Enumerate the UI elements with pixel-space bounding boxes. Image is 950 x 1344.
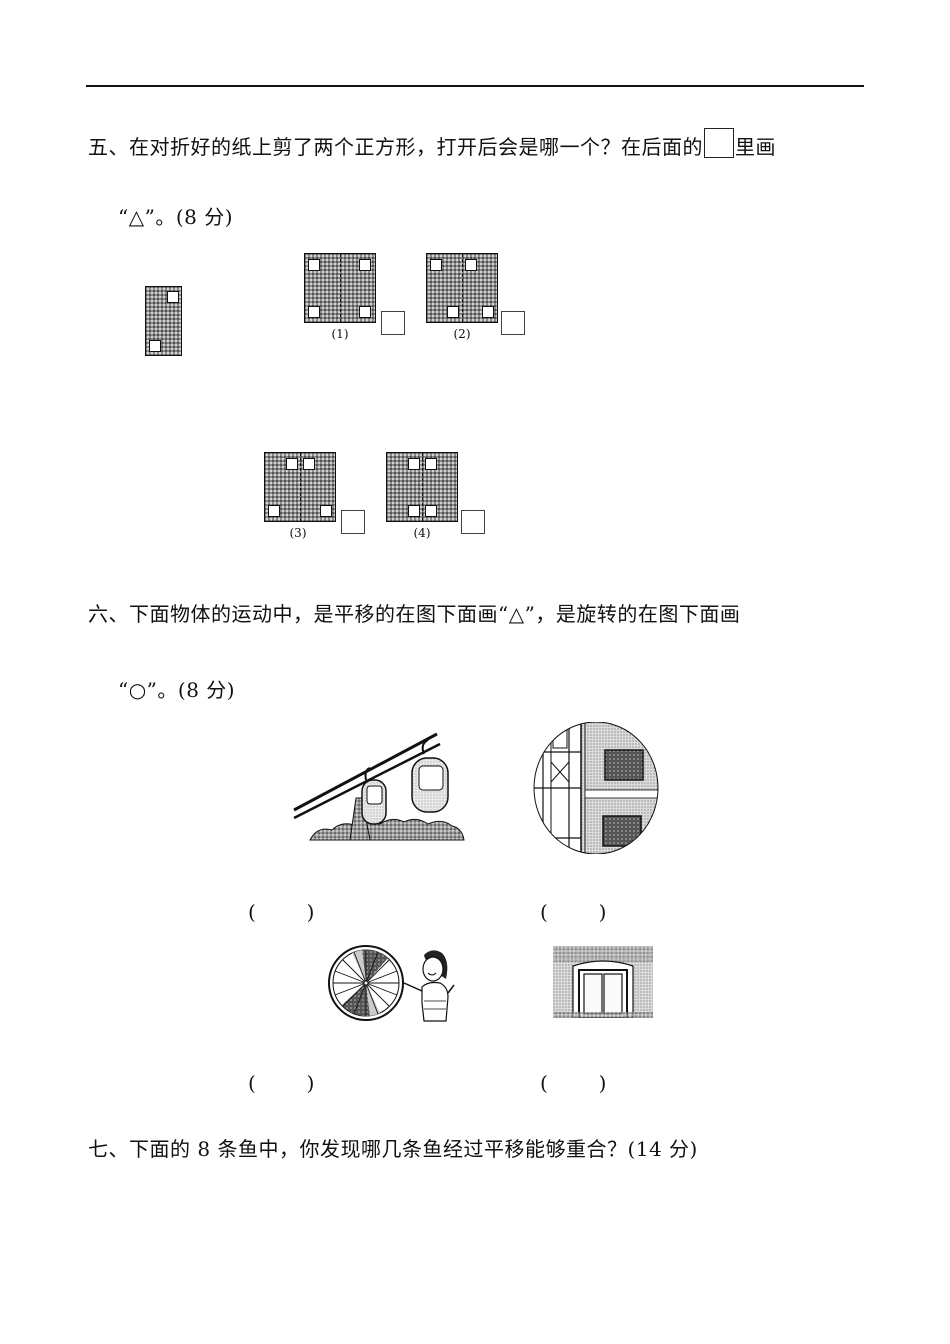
hole — [425, 458, 437, 470]
answer-paren-wheel[interactable]: ( ) — [248, 1071, 315, 1095]
answer-box-option-1[interactable] — [381, 311, 405, 335]
spinning-wheel-girl-illustration — [328, 945, 455, 1022]
option-4-label: (4) — [413, 526, 431, 540]
folded-paper-figure — [145, 286, 182, 356]
unfolded-paper-option-3 — [264, 452, 336, 522]
q7-prompt: 七、下面的 8 条鱼中，你发现哪几条鱼经过平移能够重合？(14 分) — [88, 1137, 698, 1161]
hole — [359, 306, 371, 318]
unfolded-paper-option-2 — [426, 253, 498, 323]
elevator-building-illustration — [533, 722, 659, 854]
answer-paren-window[interactable]: ( ) — [540, 1071, 607, 1095]
q6-prompt-line1: 六、下面物体的运动中，是平移的在图下面画“△”，是旋转的在图下面画 — [88, 602, 741, 626]
answer-box-option-4[interactable] — [461, 510, 485, 534]
hole — [286, 458, 298, 470]
unfolded-paper-option-1 — [304, 253, 376, 323]
q5-prompt-line1: 五、在对折好的纸上剪了两个正方形，打开后会是哪一个？在后面的 里画 — [88, 128, 776, 159]
q5-text-a: 五、在对折好的纸上剪了两个正方形，打开后会是哪一个？在后面的 — [88, 135, 703, 159]
hole — [482, 306, 494, 318]
cable-car-illustration — [293, 732, 465, 841]
fold-line — [340, 254, 341, 322]
q5-prompt-line2: “△”。(8 分) — [118, 205, 234, 229]
hole — [425, 505, 437, 517]
fold-line — [422, 453, 423, 521]
hole — [465, 259, 477, 271]
hole — [447, 306, 459, 318]
hole — [303, 458, 315, 470]
fold-line — [300, 453, 301, 521]
q5-text-b: 里画 — [735, 135, 776, 159]
hole — [320, 505, 332, 517]
inline-answer-box-sample — [704, 128, 734, 158]
hole — [359, 259, 371, 271]
q6-prompt-line2: “○”。(8 分) — [118, 678, 236, 702]
option-2-label: (2) — [453, 327, 471, 341]
hole — [308, 306, 320, 318]
option-1-label: (1) — [331, 327, 349, 341]
hole — [408, 458, 420, 470]
cut-square-hole — [167, 291, 179, 303]
fold-line — [462, 254, 463, 322]
option-3-label: (3) — [289, 526, 307, 540]
hole — [308, 259, 320, 271]
unfolded-paper-option-4 — [386, 452, 458, 522]
hole — [408, 505, 420, 517]
hole — [268, 505, 280, 517]
sliding-window-illustration — [553, 946, 653, 1018]
answer-box-option-2[interactable] — [501, 311, 525, 335]
hole — [430, 259, 442, 271]
answer-paren-cable-car[interactable]: ( ) — [248, 900, 315, 924]
answer-box-option-3[interactable] — [341, 510, 365, 534]
answer-paren-elevator[interactable]: ( ) — [540, 900, 607, 924]
header-rule — [86, 85, 864, 87]
cut-square-hole — [149, 340, 161, 352]
